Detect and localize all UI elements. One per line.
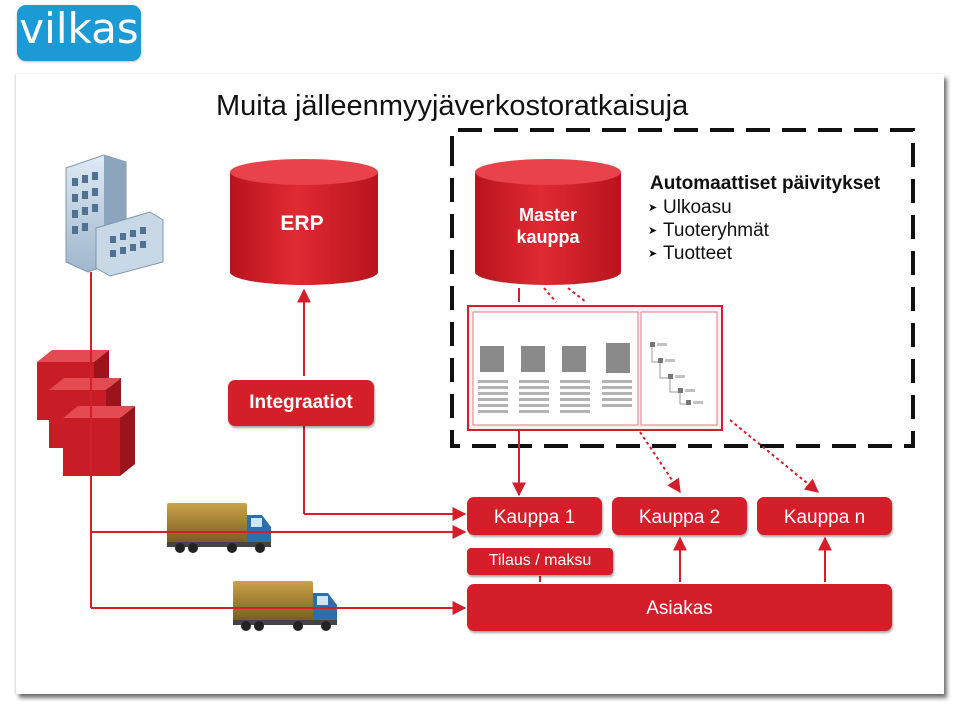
product-cubes-icon [37,350,135,476]
updates-item-label: Tuoteryhmät [663,220,769,241]
master-label-line1: Master [518,205,578,225]
order-payment-box [467,548,613,575]
store-label-1: Kauppa 1 [493,507,576,528]
updates-item-label: Ulkoasu [663,197,732,218]
delivery-truck-icon [167,503,271,553]
store-box-2 [612,497,747,535]
store-label-2: Kauppa 2 [638,507,721,528]
updates-heading: Automaattiset päivitykset [650,173,881,194]
slide-title: Muita jälleenmyyjäverkostoratkaisuja [216,90,689,122]
master-label-line2: kauppa [516,227,580,247]
order-payment-label: Tilaus / maksu [488,552,592,569]
master-label: Master kauppa [475,204,621,248]
customer-box [467,584,892,631]
delivery-truck-icon-2 [233,581,337,631]
store-label-n: Kauppa n [783,507,866,528]
updates-item: ➤ Tuoteryhmät [648,220,769,242]
webshop-screenshot-icon [467,305,723,431]
dashed-boundary [450,128,915,448]
connectors [90,272,832,615]
bullet-arrow-icon: ➤ [648,225,658,237]
erp-label: ERP [280,212,324,235]
updates-item: ➤ Tuotteet [648,243,732,265]
updates-item: ➤ Ulkoasu [648,197,732,219]
bullet-arrow-icon: ➤ [648,202,658,214]
office-building-icon [65,154,164,277]
logo-text: vilkas [19,4,139,53]
store-box-n [757,497,892,535]
erp-database-icon [230,159,378,285]
dotted-connectors [543,287,820,494]
integrations-label: Integraatiot [249,392,353,413]
customer-label: Asiakas [646,598,713,619]
integrations-box [228,380,374,426]
vilkas-logo: vilkas [17,5,141,61]
updates-item-label: Tuotteet [663,243,733,264]
bullet-arrow-icon: ➤ [648,248,658,260]
master-database-icon [475,159,621,285]
store-box-1 [467,497,602,535]
